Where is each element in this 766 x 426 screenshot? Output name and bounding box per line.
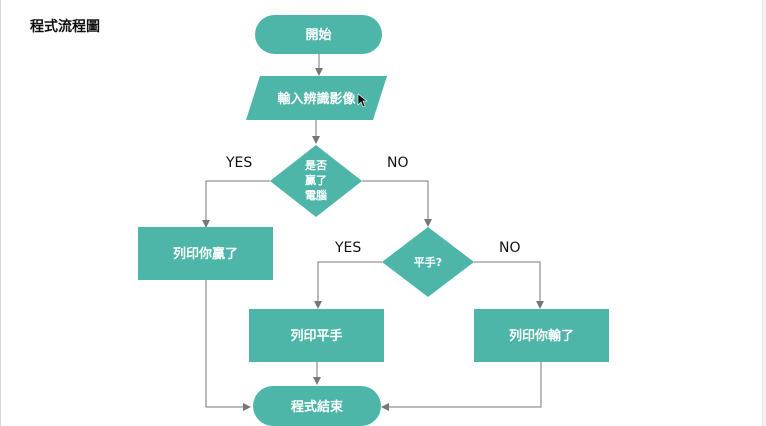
end-label: 程式結束 bbox=[291, 399, 344, 415]
edge-win-no bbox=[362, 180, 432, 227]
branch-tie-no-label: NO bbox=[499, 240, 521, 256]
input-label: 輸入辨識影像 bbox=[277, 91, 356, 107]
print-tie-box bbox=[249, 309, 384, 362]
decision-win-diamond bbox=[270, 145, 362, 217]
start-label: 開始 bbox=[305, 27, 331, 43]
print-lose-label: 列印你輸了 bbox=[509, 328, 574, 344]
input-parallelogram bbox=[246, 76, 387, 120]
branch-tie-yes-label: YES bbox=[334, 240, 361, 256]
print-lose-box bbox=[474, 309, 609, 362]
edge-win-to-end bbox=[205, 280, 251, 411]
left-border bbox=[0, 0, 1, 426]
decision-win-label-line3: 電腦 bbox=[305, 188, 327, 202]
branch-win-no-label: NO bbox=[387, 155, 409, 171]
end-terminal bbox=[253, 386, 381, 426]
page-title: 程式流程圖 bbox=[30, 19, 100, 35]
mouse-cursor-icon bbox=[357, 93, 368, 108]
print-win-label: 列印你贏了 bbox=[173, 246, 238, 262]
decision-tie-label: 平手? bbox=[414, 255, 442, 269]
edge-lose-to-end bbox=[381, 362, 542, 411]
decision-win-label-line2: 贏了 bbox=[305, 173, 327, 187]
edge-win-yes bbox=[202, 180, 270, 228]
decision-win-label-line1: 是否 bbox=[304, 159, 327, 172]
decision-tie-diamond bbox=[382, 227, 474, 297]
right-scrollbar-track bbox=[762, 0, 766, 426]
branch-win-yes-label: YES bbox=[225, 155, 252, 171]
edge-tie-yes bbox=[314, 261, 382, 309]
start-terminal bbox=[255, 15, 382, 54]
print-tie-label: 列印平手 bbox=[290, 328, 342, 344]
print-win-box bbox=[138, 227, 273, 280]
edge-tie-no bbox=[474, 261, 544, 309]
